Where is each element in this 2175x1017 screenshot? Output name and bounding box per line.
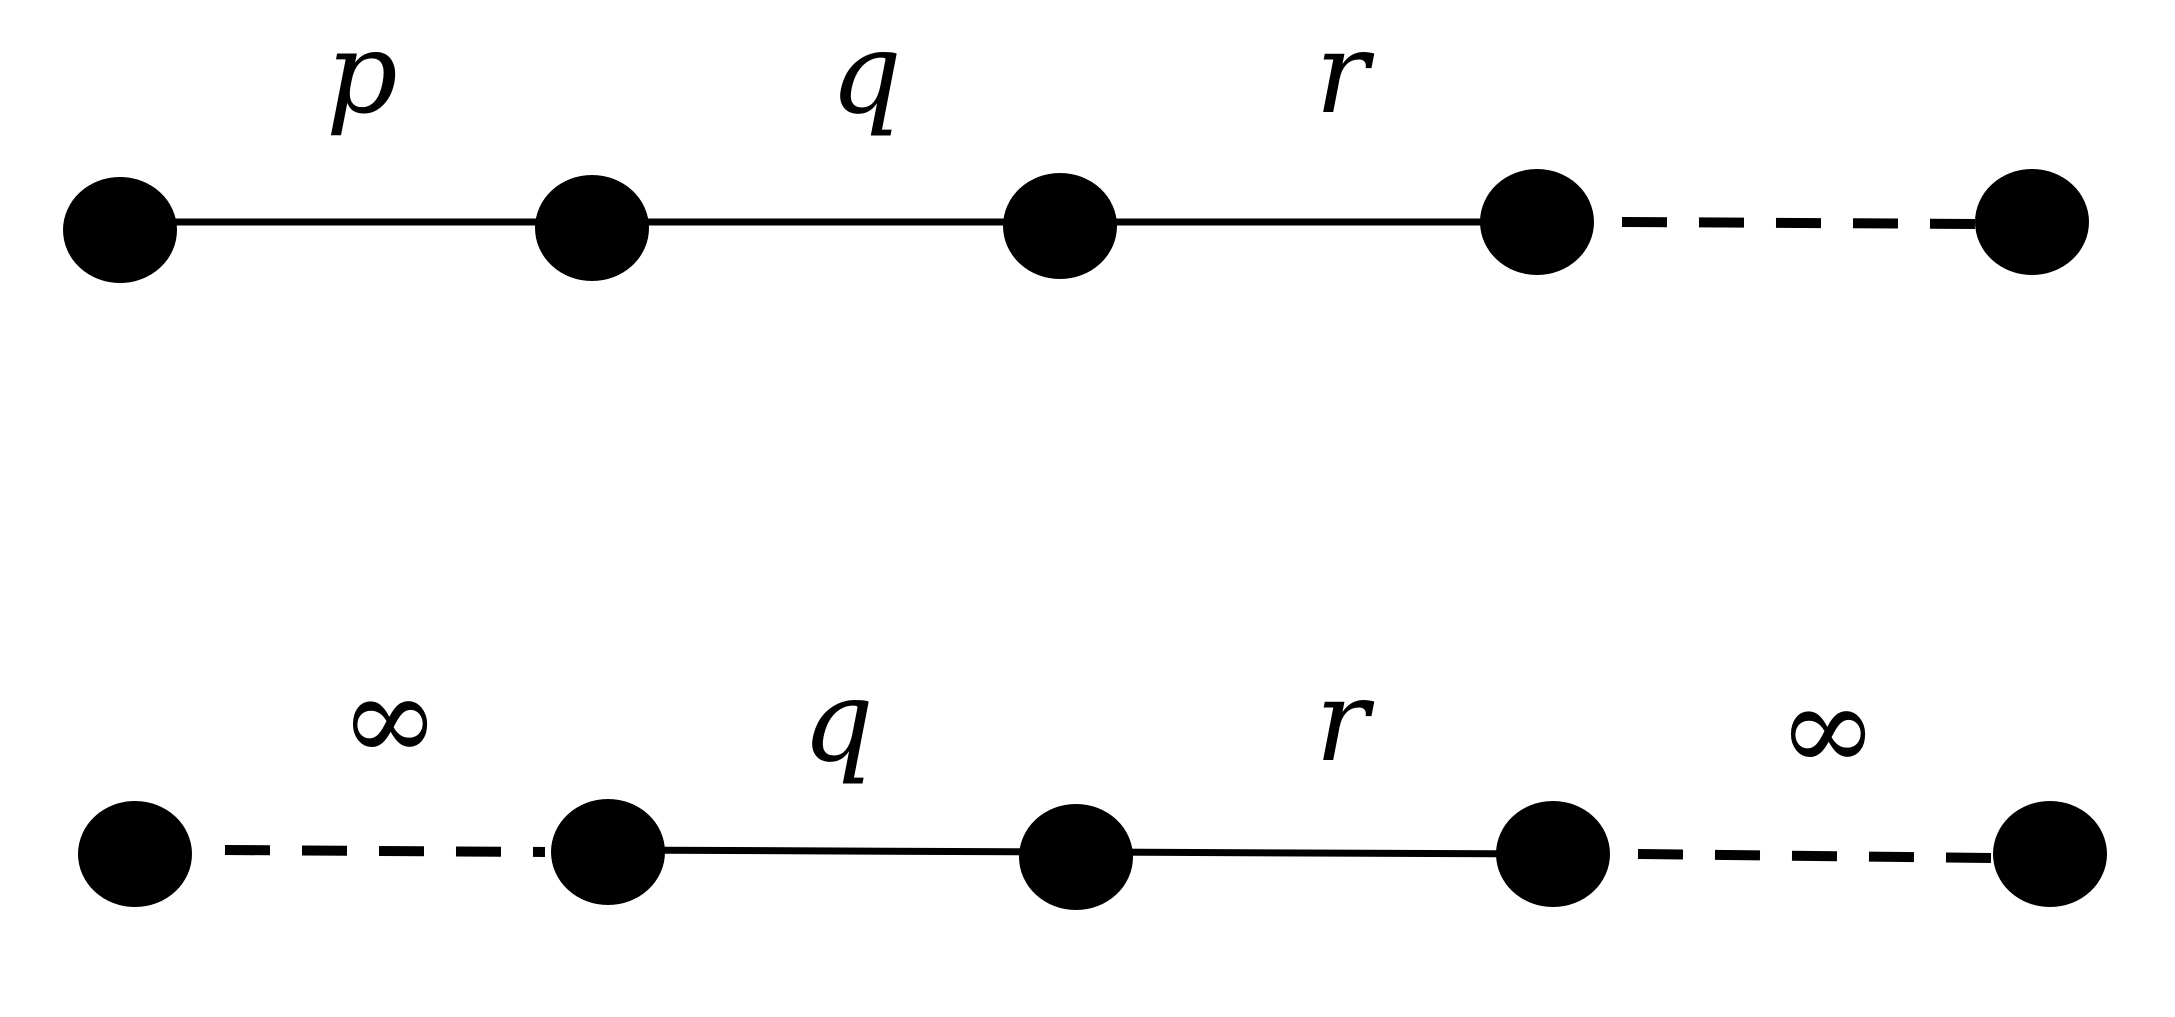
node-top-4 [1480, 169, 1594, 275]
diagram-bottom: ∞ q r ∞ [78, 650, 2107, 910]
edge-bottom-4 [1637, 849, 1996, 863]
edge-top-4 [1621, 217, 1981, 229]
edge-label-bottom-1: ∞ [340, 650, 440, 789]
node-bottom-1 [78, 801, 192, 907]
node-top-5 [1975, 169, 2089, 275]
edge-label-top-1: p [326, 9, 398, 139]
diagram-top: p q r [63, 9, 2089, 283]
edge-label-top-3: r [1315, 9, 1375, 139]
edge-bottom-2 [607, 846, 1077, 856]
node-top-1 [63, 177, 177, 283]
node-top-3 [1003, 173, 1117, 279]
edge-label-bottom-4: ∞ [1778, 660, 1878, 799]
edge-label-bottom-3: r [1315, 657, 1375, 787]
node-bottom-5 [1993, 801, 2107, 907]
edge-bottom-1 [224, 845, 546, 857]
edge-label-top-2: q [830, 9, 902, 139]
edge-bottom-3 [1075, 848, 1554, 858]
edge-label-bottom-2: q [802, 657, 874, 787]
node-bottom-4 [1496, 801, 1610, 907]
node-bottom-2 [551, 799, 665, 905]
node-bottom-3 [1019, 804, 1133, 910]
node-top-2 [535, 175, 649, 281]
